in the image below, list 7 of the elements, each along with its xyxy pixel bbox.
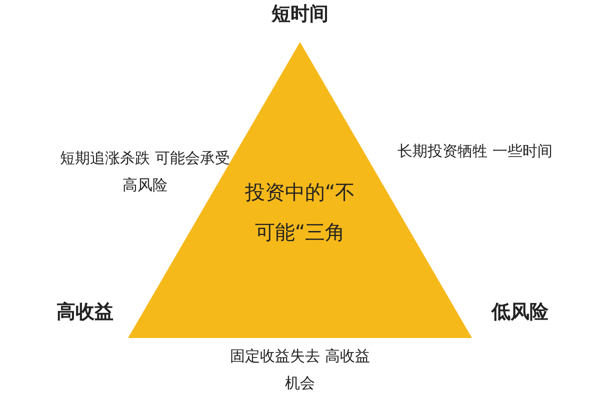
vertex-label: 低风险 [490,300,550,324]
triangle-title: 投资中的“不可能“三角 [244,179,356,246]
side-note: 固定收益失去 高收益机会 [229,346,371,394]
vertex-label: 高收益 [56,300,114,324]
side-note: 长期投资牺牲 一些时间 [396,141,554,162]
side-note: 短期追涨杀跌 可能会承受高风险 [59,148,231,196]
vertex-label: 短时间 [270,2,330,26]
